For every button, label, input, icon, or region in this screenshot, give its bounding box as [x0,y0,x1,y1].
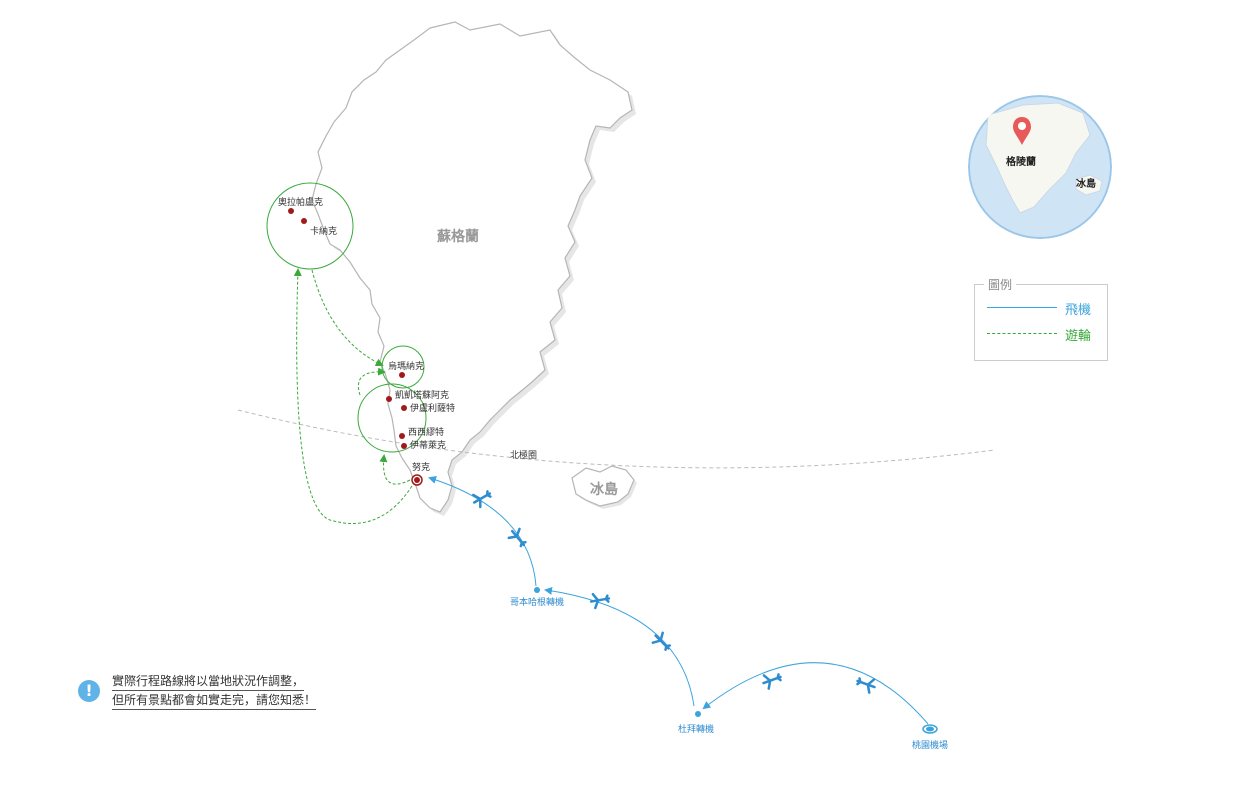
legend: 飛機 遊輪 [974,284,1108,361]
point-qeqertarsuaq [386,396,392,402]
arctic-circle-label: 北極圈 [510,449,537,461]
cruise-area-north [266,182,354,270]
label-taoyuan: 桃園機場 [912,739,948,751]
point-copenhagen [534,587,540,593]
point-uummannaq [399,372,405,378]
note-line-1: 實際行程路線將以當地狀況作調整， [112,672,305,691]
point-ilulissat [401,405,407,411]
point-taoyuan-outer [922,724,938,734]
plane-icon [762,673,782,690]
label-qeqertarsuaq: 凱凱塔蘇阿克 [395,389,449,401]
greenland-label: 蘇格蘭 [436,228,479,245]
label-sisimiut: 西西繆特 [408,426,444,438]
flight-route-taoyuan-dubai [702,662,929,725]
cruise-route-nuuk-to-disko [379,454,411,485]
legend-cruise-label: 遊輪 [1065,329,1092,344]
flight-route-copenhagen-nuuk [428,476,537,587]
point-kanak [301,218,307,224]
legend-cruise-line [987,333,1057,334]
label-upernavik: 奧拉帕盧克 [278,196,323,208]
note-line-2: 但所有景點都會如實走完，請您知悉！ [112,691,317,710]
label-ilulissat: 伊盧利薩特 [410,402,455,414]
legend-title: 圖例 [984,276,1017,293]
greenland-landmass [311,21,633,513]
point-sisimiut [399,433,405,439]
cruise-area-uummannaq [381,345,425,389]
legend-flight: 飛機 [987,299,1103,318]
plane-icon [589,592,611,610]
label-copenhagen: 哥本哈根轉機 [510,596,564,608]
plane-icon [651,631,672,652]
cruise-route-north-to-uummannaq [311,269,384,367]
cruise-route-nuuk-to-north [293,268,413,524]
label-kanak: 卡納克 [310,225,337,237]
location-pin-icon [1013,117,1031,145]
point-taoyuan [926,726,934,732]
label-ilimanaq: 伊蒂萊克 [410,439,446,451]
point-nuuk [414,477,420,483]
inset-iceland-shape [1075,174,1103,196]
inset-iceland-label: 冰島 [1076,177,1096,190]
label-uummannaq: 烏瑪納克 [388,360,424,372]
plane-icon [472,490,492,509]
legend-cruise: 遊輪 [987,325,1103,344]
inset-globe: 格陵蘭 冰島 [968,95,1112,239]
arctic-circle-line [237,409,996,469]
cruise-area-disko [357,383,427,453]
plane-icon [507,527,527,548]
flight-route-dubai-copenhagen [544,586,695,707]
inset-greenland-label: 格陵蘭 [1006,155,1036,168]
label-dubai: 杜拜轉機 [678,723,714,735]
plane-icon [856,677,876,694]
point-upernavik [288,208,294,214]
iceland-label: 冰島 [590,481,618,498]
legend-flight-label: 飛機 [1065,303,1092,318]
inset-greenland-shape [985,102,1091,214]
label-nuuk: 努克 [412,461,430,473]
note-text: 實際行程路線將以當地狀況作調整， 但所有景點都會如實走完，請您知悉！ [112,672,352,710]
point-ilimanaq [401,443,407,449]
point-dubai [695,711,701,717]
iceland-landmass [571,465,635,507]
legend-flight-line [987,307,1057,308]
cruise-route-disko-to-uummannaq [358,367,386,396]
exclamation-icon: ! [78,680,100,702]
